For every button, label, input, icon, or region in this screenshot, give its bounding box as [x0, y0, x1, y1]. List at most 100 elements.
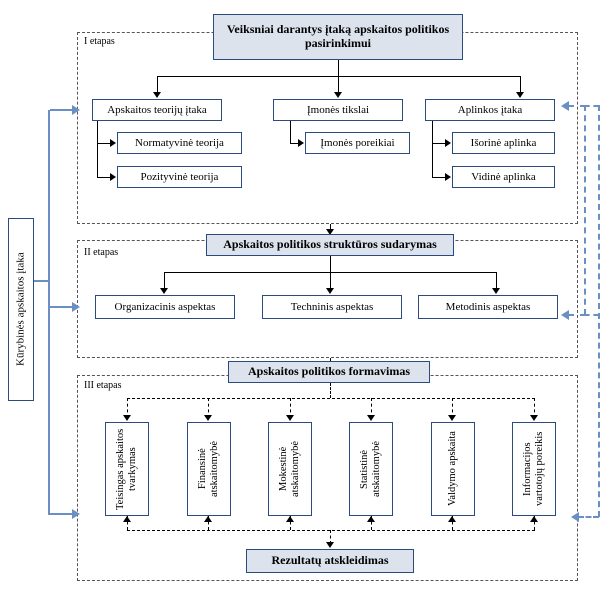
arrow-down-asp-b [326, 288, 334, 294]
arrow-down-l1-a [153, 92, 161, 98]
line-stage2-down [330, 256, 331, 272]
box-imones-tikslai: Įmonės tikslai [273, 99, 403, 121]
dline-drop-out-1 [127, 398, 128, 418]
dline-dist-outputs [127, 398, 535, 399]
side-label-kurybine-apskaita: Kūrybinės apskaitos įtaka [8, 218, 34, 401]
arrow-down-out-1 [123, 415, 131, 421]
box-mokestine-atskaitomybe: Mokestinė atskaitomybė [268, 422, 312, 516]
arrow-down-out-6 [530, 415, 538, 421]
line-drop-l1-c [520, 76, 521, 95]
dline-up-out-1 [127, 516, 128, 530]
dline-drop-out-5 [452, 398, 453, 418]
line-drop-asp-b [330, 272, 331, 291]
box-teisingas-apskaitos-tvarkymas: Teisingas apskaitos tvarkymas [105, 422, 149, 516]
box-normatyvine-teorija: Normatyvinė teorija [117, 132, 242, 154]
line-stage1-to-stage2 [330, 224, 331, 232]
dline-stage3-down [330, 383, 331, 398]
arrow-right-l2-mid [298, 139, 304, 147]
line-l2-left-arm-1 [97, 143, 112, 144]
blue-arrow-left-2 [561, 310, 569, 320]
blue-arrow-right-1 [72, 105, 80, 115]
blue-arrow-left-3 [571, 512, 579, 522]
blue-right-arm-1 [568, 105, 586, 107]
header-box-top: Veiksniai darantys įtaką apskaitos polit… [213, 14, 463, 60]
blue-right-bus-inner [584, 105, 586, 315]
blue-right-arm-2 [568, 314, 586, 316]
blue-left-arm-2 [50, 306, 74, 308]
blue-right-arm-3 [578, 516, 599, 518]
blue-left-arm-1 [50, 109, 74, 111]
header-box-stage3: Apskaitos politikos formavimas [228, 361, 430, 383]
line-l2-left-spine [97, 121, 98, 178]
arrow-up-out-2 [204, 516, 212, 522]
dline-up-out-6 [534, 516, 535, 530]
arrow-down-out-2 [204, 415, 212, 421]
box-informacijos-vartotoju-poreikis: Informacijos vartotojų poreikis [512, 422, 556, 516]
arrow-down-asp-c [492, 288, 500, 294]
dline-up-out-4 [371, 516, 372, 530]
line-l2-right-arm-1 [432, 143, 447, 144]
arrow-right-l2-left-1 [110, 139, 116, 147]
box-apskaitos-teoriju-itaka: Apskaitos teorijų įtaka [92, 99, 222, 121]
stage-3-label: III etapas [84, 380, 122, 391]
arrow-down-l1-c [516, 92, 524, 98]
arrow-down-result [326, 542, 334, 548]
arrow-down-out-3 [286, 415, 294, 421]
arrow-up-out-4 [367, 516, 375, 522]
arrow-right-l2-right-1 [445, 139, 451, 147]
box-pozityvine-teorija: Pozityvinė teorija [117, 166, 242, 188]
header-box-stage2: Apskaitos politikos struktūros sudarymas [206, 234, 454, 256]
blue-left-bus [48, 110, 50, 515]
line-drop-asp-a [164, 272, 165, 291]
header-box-result: Rezultatų atskleidimas [246, 549, 414, 573]
box-organizacinis-aspektas: Organizacinis aspektas [95, 295, 235, 319]
line-drop-l1-b [338, 76, 339, 95]
box-isorine-aplinka: Išorinė aplinka [452, 132, 555, 154]
dline-to-result [330, 530, 331, 544]
arrow-down-l1-b [334, 92, 342, 98]
dline-collect-outputs [127, 530, 535, 531]
arrow-down-out-4 [367, 415, 375, 421]
dline-drop-out-3 [290, 398, 291, 418]
arrow-down-asp-a [160, 288, 168, 294]
stage-1-container [77, 32, 578, 224]
blue-right-link-top [584, 105, 599, 107]
blue-arrow-left-1 [561, 101, 569, 111]
arrow-up-out-6 [530, 516, 538, 522]
dline-up-out-3 [290, 516, 291, 530]
box-techninis-aspektas: Techninis aspektas [262, 295, 402, 319]
box-vidine-aplinka: Vidinė aplinka [452, 166, 555, 188]
dline-up-out-5 [452, 516, 453, 530]
arrow-up-out-3 [286, 516, 294, 522]
line-header-down [338, 60, 339, 76]
box-aplinkos-itaka: Aplinkos įtaka [425, 99, 555, 121]
box-statistine-atskaitomybe: Statistinė atskaitomybė [349, 422, 393, 516]
blue-arrow-right-2 [72, 302, 80, 312]
arrow-right-l2-left-2 [110, 173, 116, 181]
line-l2-mid-spine [290, 121, 291, 143]
arrow-up-out-5 [448, 516, 456, 522]
stage-1-label: I etapas [84, 36, 115, 47]
box-metodinis-aspektas: Metodinis aspektas [418, 295, 558, 319]
box-valdymo-apskaita: Valdymo apskaita [431, 422, 475, 516]
blue-right-bus-outer [598, 105, 600, 517]
arrow-up-out-1 [123, 516, 131, 522]
stage-2-label: II etapas [84, 247, 119, 258]
dline-drop-out-2 [208, 398, 209, 418]
line-l2-mid-arm [290, 143, 300, 144]
dline-drop-out-4 [371, 398, 372, 418]
line-drop-asp-c [496, 272, 497, 291]
line-drop-l1-a [157, 76, 158, 95]
line-l2-right-arm-2 [432, 177, 447, 178]
blue-arrow-right-3 [72, 509, 80, 519]
box-finansine-atskaitomybe: Finansinė atskaitomybė [187, 422, 231, 516]
line-l2-right-spine [432, 121, 433, 178]
blue-right-link-bottom [584, 314, 599, 316]
arrow-right-l2-right-2 [445, 173, 451, 181]
blue-left-arm-3 [50, 513, 74, 515]
arrow-down-out-5 [448, 415, 456, 421]
dline-up-out-2 [208, 516, 209, 530]
box-imones-poreikiai: Įmonės poreikiai [305, 132, 410, 154]
line-l2-left-arm-2 [97, 177, 112, 178]
